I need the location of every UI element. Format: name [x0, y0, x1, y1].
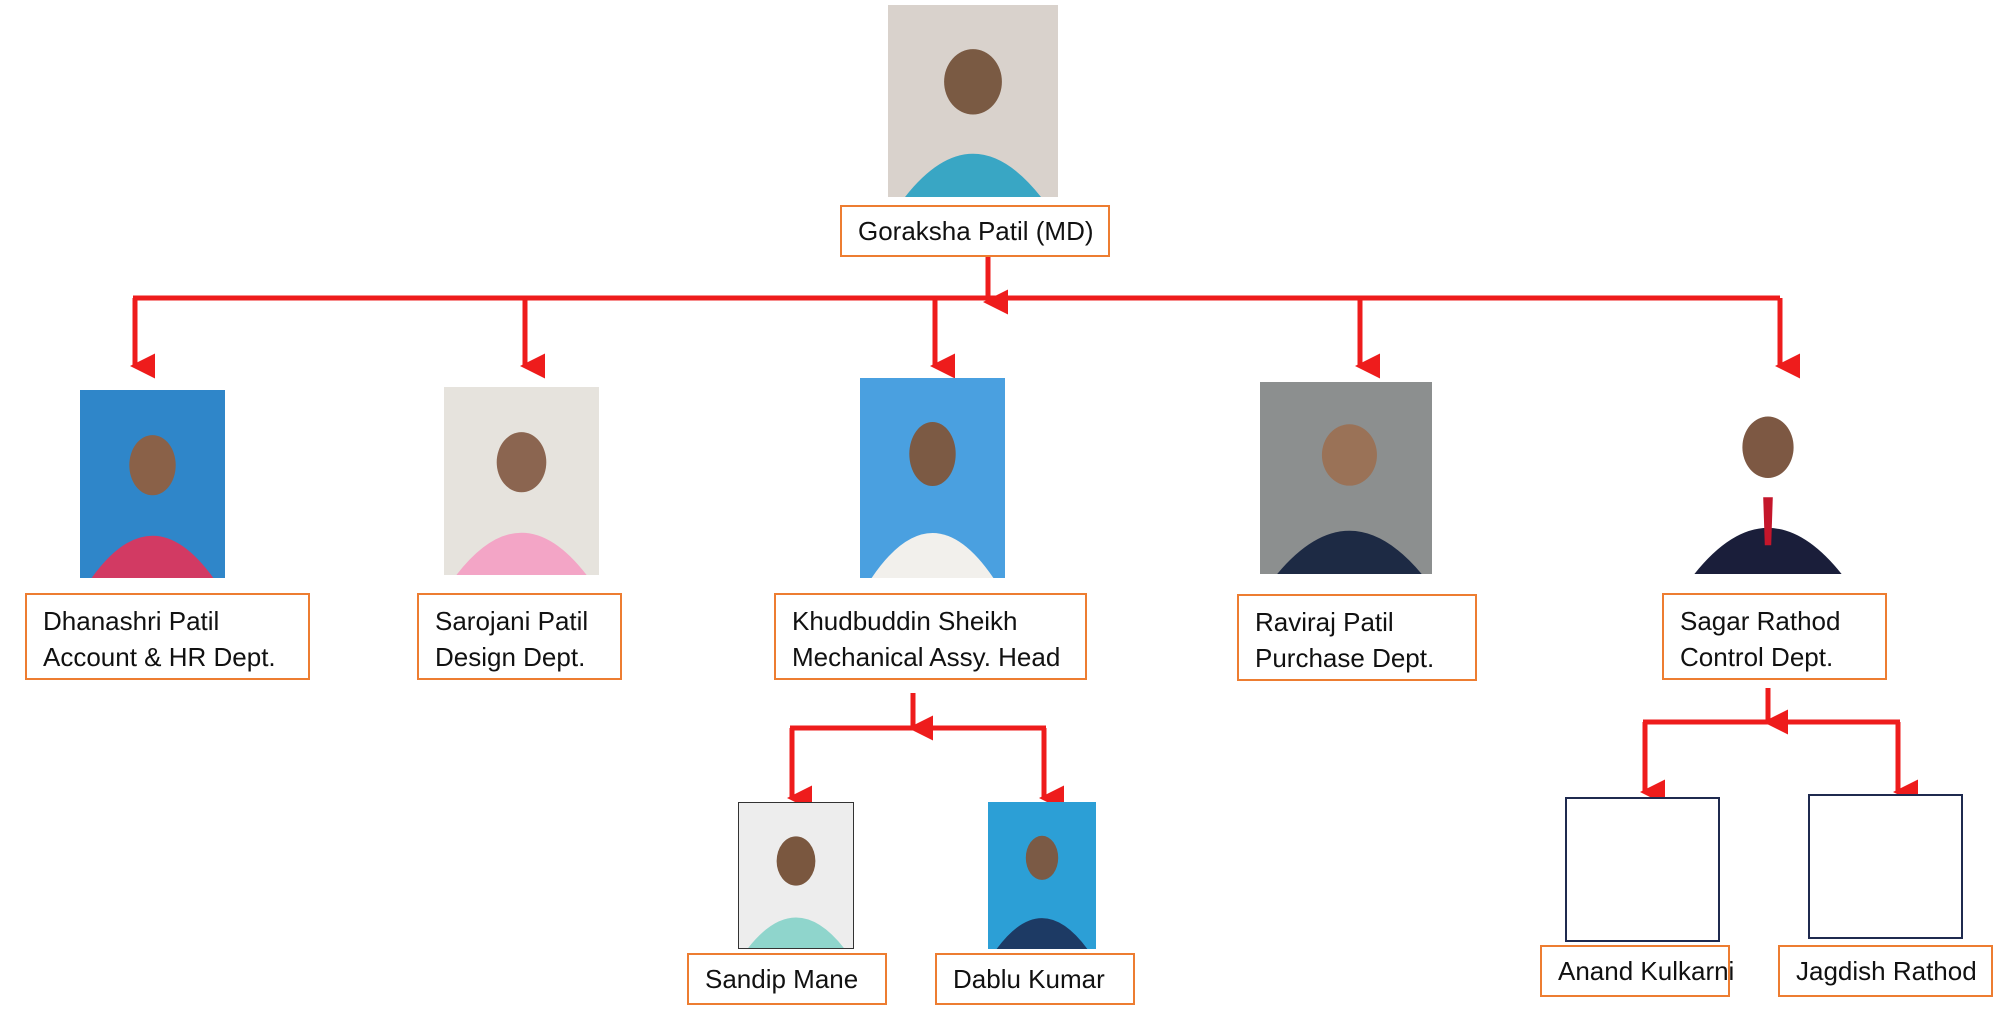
person-role: Control Dept. — [1680, 642, 1834, 672]
portrait-photo-icon — [1688, 382, 1848, 574]
node-label-jagdish: Jagdish Rathod — [1778, 945, 1993, 997]
node-label-dhanashri: Dhanashri Patil Account & HR Dept. — [25, 593, 310, 680]
node-label-khudbuddin: Khudbuddin Sheikh Mechanical Assy. Head — [774, 593, 1087, 680]
person-role: Purchase Dept. — [1255, 643, 1435, 673]
person-name: Khudbuddin Sheikh — [792, 606, 1018, 636]
portrait-photo-icon — [80, 390, 225, 578]
person-name: Sandip Mane — [705, 964, 859, 994]
person-name: Raviraj Patil — [1255, 607, 1394, 637]
portrait-photo-icon — [860, 378, 1005, 578]
node-label-md: Goraksha Patil (MD) — [840, 205, 1110, 257]
person-role: Account & HR Dept. — [43, 642, 276, 672]
portrait-photo-icon — [738, 802, 854, 949]
person-role: Mechanical Assy. Head — [792, 642, 1061, 672]
person-name: Goraksha Patil (MD) — [858, 216, 1094, 246]
person-name: Dhanashri Patil — [43, 606, 220, 636]
person-name: Anand Kulkarni — [1558, 956, 1735, 986]
node-label-anand: Anand Kulkarni — [1540, 945, 1734, 997]
person-name: Sarojani Patil — [435, 606, 589, 636]
node-label-sarojani: Sarojani Patil Design Dept. — [417, 593, 622, 680]
portrait-photo-icon — [888, 5, 1058, 197]
node-label-sagar: Sagar Rathod Control Dept. — [1662, 593, 1887, 680]
person-name: Dablu Kumar — [953, 964, 1105, 994]
empty-photo-placeholder — [1808, 794, 1963, 939]
person-name: Sagar Rathod — [1680, 606, 1841, 636]
portrait-photo-icon — [1260, 382, 1432, 574]
node-label-sandip: Sandip Mane — [687, 953, 887, 1005]
node-label-raviraj: Raviraj Patil Purchase Dept. — [1237, 594, 1477, 681]
person-name: Jagdish Rathod — [1796, 956, 1977, 986]
person-role: Design Dept. — [435, 642, 586, 672]
portrait-photo-icon — [988, 802, 1096, 949]
empty-photo-placeholder — [1565, 797, 1720, 942]
portrait-photo-icon — [444, 387, 599, 575]
node-label-dablu: Dablu Kumar — [935, 953, 1135, 1005]
